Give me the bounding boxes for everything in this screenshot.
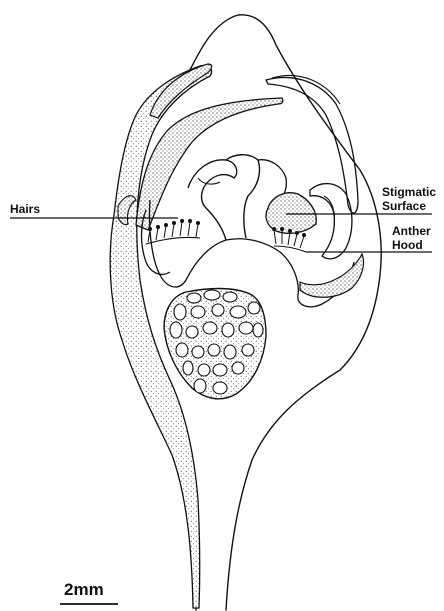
label-stigmatic-line2: Surface [382, 199, 436, 213]
right-lower-lobe [300, 254, 364, 297]
label-anther-line1: Anther [392, 224, 431, 238]
central-column [188, 160, 237, 240]
label-stigmatic-line1: Stigmatic [382, 185, 436, 199]
label-hairs: Hairs [10, 202, 40, 216]
label-stigmatic-surface: Stigmatic Surface [382, 185, 436, 213]
scale-bar-label: 2mm [64, 580, 104, 600]
label-anther-hood: Anther Hood [392, 224, 431, 252]
label-anther-line2: Hood [392, 238, 431, 252]
